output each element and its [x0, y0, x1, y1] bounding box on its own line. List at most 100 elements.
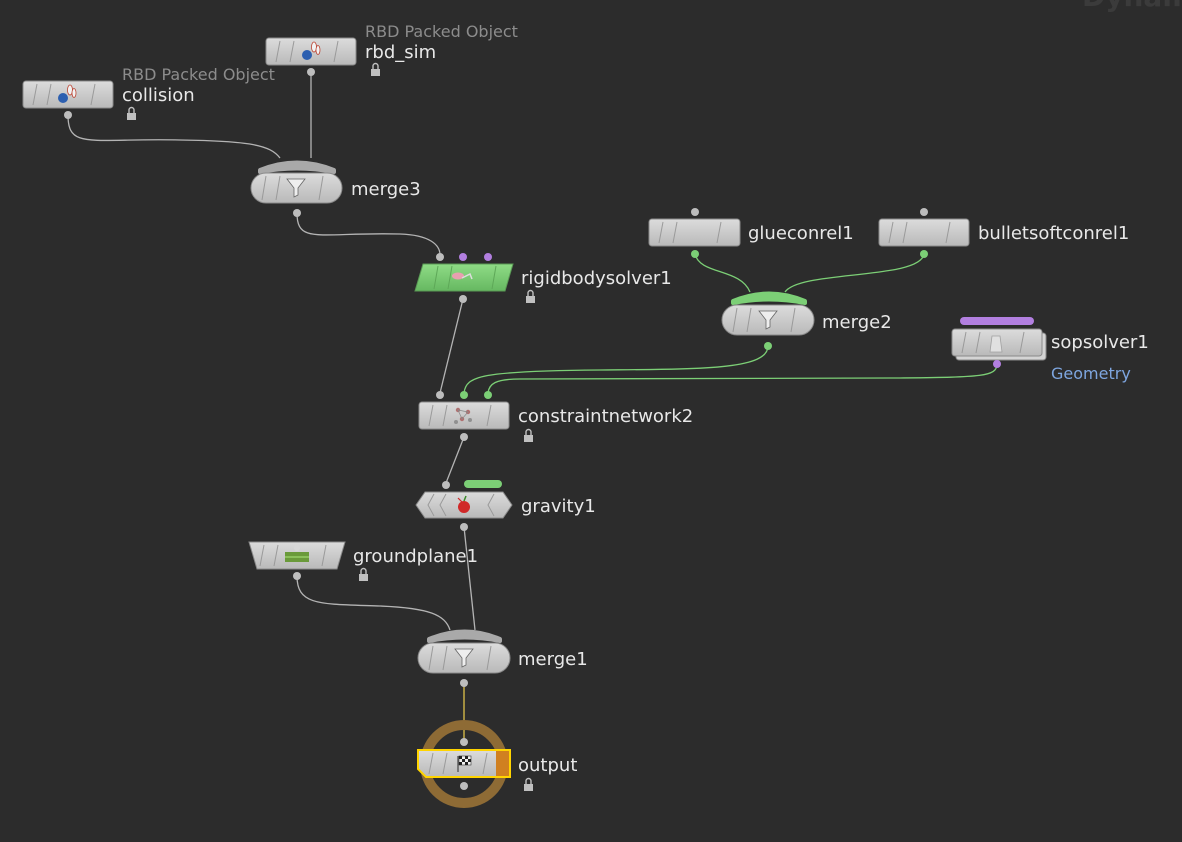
lock-icon[interactable] — [524, 777, 533, 792]
node-body[interactable] — [418, 401, 510, 430]
network-title: Dynam — [1082, 0, 1182, 13]
output-flag[interactable] — [496, 751, 509, 776]
node-collision[interactable]: RBD Packed Object collision — [22, 65, 275, 121]
wire-merge3-rigidbodysolver1[interactable] — [296, 212, 441, 256]
wire-collision-merge3[interactable] — [67, 114, 281, 159]
wire-glueconrel1-merge2[interactable] — [694, 253, 751, 293]
lock-icon[interactable] — [371, 62, 380, 77]
node-comment: RBD Packed Object — [122, 65, 275, 84]
merge-funnel-icon — [758, 310, 778, 330]
node-context-label: Geometry — [1051, 364, 1131, 383]
node-glueconrel1[interactable]: glueconrel1 — [648, 208, 854, 258]
lock-icon[interactable] — [359, 567, 368, 582]
node-name[interactable]: output — [518, 755, 577, 776]
input-connector[interactable] — [460, 391, 468, 399]
output-connector[interactable] — [459, 295, 467, 303]
input-connector[interactable] — [920, 208, 928, 216]
node-texture — [428, 404, 492, 427]
wires — [67, 72, 998, 742]
lock-icon[interactable] — [127, 106, 136, 121]
node-name[interactable]: rigidbodysolver1 — [521, 268, 672, 289]
output-connector[interactable] — [293, 209, 301, 217]
rbd-packed-object-icon — [58, 84, 77, 103]
node-texture — [261, 175, 324, 201]
node-merge3[interactable]: merge3 — [250, 160, 421, 218]
output-connector[interactable] — [293, 572, 301, 580]
wire-sopsolver1-constraintnetwork2[interactable] — [487, 363, 998, 394]
input-connector[interactable] — [442, 481, 450, 489]
node-texture — [428, 752, 488, 775]
input-bar[interactable] — [258, 160, 336, 174]
node-name[interactable]: gravity1 — [521, 496, 596, 517]
input-connector[interactable] — [484, 391, 492, 399]
input-connector[interactable] — [484, 253, 492, 261]
output-connector[interactable] — [64, 111, 72, 119]
node-texture — [427, 493, 495, 517]
node-body[interactable] — [265, 37, 357, 66]
node-name[interactable]: merge2 — [822, 312, 892, 333]
constraint-network-icon — [454, 407, 472, 424]
node-gravity1[interactable]: gravity1 — [415, 480, 596, 531]
bypass-flag[interactable] — [960, 317, 1034, 325]
node-texture — [961, 331, 1025, 354]
node-rbd_sim[interactable]: RBD Packed Object rbd_sim — [265, 22, 518, 77]
node-name[interactable]: constraintnetwork2 — [518, 406, 693, 427]
rbd-packed-object-icon — [302, 41, 321, 60]
node-merge2[interactable]: merge2 — [721, 291, 892, 351]
node-name[interactable]: merge3 — [351, 179, 421, 200]
input-bar[interactable] — [731, 291, 807, 305]
input-connector[interactable] — [436, 391, 444, 399]
node-name[interactable]: rbd_sim — [365, 42, 436, 63]
node-texture — [259, 544, 327, 567]
node-name[interactable]: bulletsoftconrel1 — [978, 223, 1129, 244]
output-connector[interactable] — [307, 68, 315, 76]
node-groundplane1[interactable]: groundplane1 — [248, 541, 478, 582]
input-connector[interactable] — [691, 208, 699, 216]
node-comment: RBD Packed Object — [365, 22, 518, 41]
node-texture — [428, 645, 492, 671]
groundplane-icon — [285, 545, 309, 562]
output-connector[interactable] — [920, 250, 928, 258]
output-connector[interactable] — [691, 250, 699, 258]
node-texture — [658, 221, 722, 244]
output-connector[interactable] — [764, 342, 772, 350]
node-name[interactable]: merge1 — [518, 649, 588, 670]
wire-merge2-constraintnetwork2[interactable] — [463, 345, 769, 394]
node-name[interactable]: sopsolver1 — [1051, 332, 1149, 353]
output-connector[interactable] — [460, 523, 468, 531]
input-connector[interactable] — [460, 738, 468, 746]
sop-solver-icon — [989, 335, 1003, 353]
output-connector[interactable] — [460, 782, 468, 790]
input-bar[interactable] — [427, 629, 502, 643]
node-texture — [732, 307, 796, 333]
input-bar[interactable] — [464, 480, 502, 488]
node-texture — [888, 221, 951, 244]
node-body[interactable] — [22, 80, 114, 109]
gravity-apple-icon — [457, 495, 470, 513]
output-connector[interactable] — [993, 360, 1001, 368]
node-name[interactable]: glueconrel1 — [748, 223, 854, 244]
node-name[interactable]: groundplane1 — [353, 546, 478, 567]
wire-rigidbodysolver1-constraintnetwork2[interactable] — [439, 298, 464, 394]
output-flag-icon — [457, 755, 472, 772]
node-output[interactable]: output — [417, 720, 577, 808]
node-rigidbodysolver1[interactable]: rigidbodysolver1 — [414, 253, 672, 304]
node-texture — [275, 40, 339, 63]
wire-bulletsoftconrel1-merge2[interactable] — [784, 253, 925, 293]
input-connector[interactable] — [436, 253, 444, 261]
lock-icon[interactable] — [526, 289, 535, 304]
wire-constraintnetwork2-gravity1[interactable] — [445, 436, 465, 484]
wire-groundplane1-merge1[interactable] — [296, 575, 451, 631]
node-name[interactable]: collision — [122, 85, 195, 106]
input-connector[interactable] — [459, 253, 467, 261]
node-sopsolver1[interactable]: sopsolver1 Geometry — [951, 317, 1149, 383]
rigidbody-solver-icon — [452, 272, 473, 280]
node-constraintnetwork2[interactable]: constraintnetwork2 — [418, 391, 693, 443]
node-bulletsoftconrel1[interactable]: bulletsoftconrel1 — [878, 208, 1129, 258]
node-merge1[interactable]: merge1 — [417, 629, 588, 688]
output-connector[interactable] — [460, 679, 468, 687]
output-connector[interactable] — [460, 433, 468, 441]
lock-icon[interactable] — [524, 428, 533, 443]
node-texture — [32, 83, 96, 106]
wire-gravity1-merge1[interactable] — [463, 526, 476, 631]
